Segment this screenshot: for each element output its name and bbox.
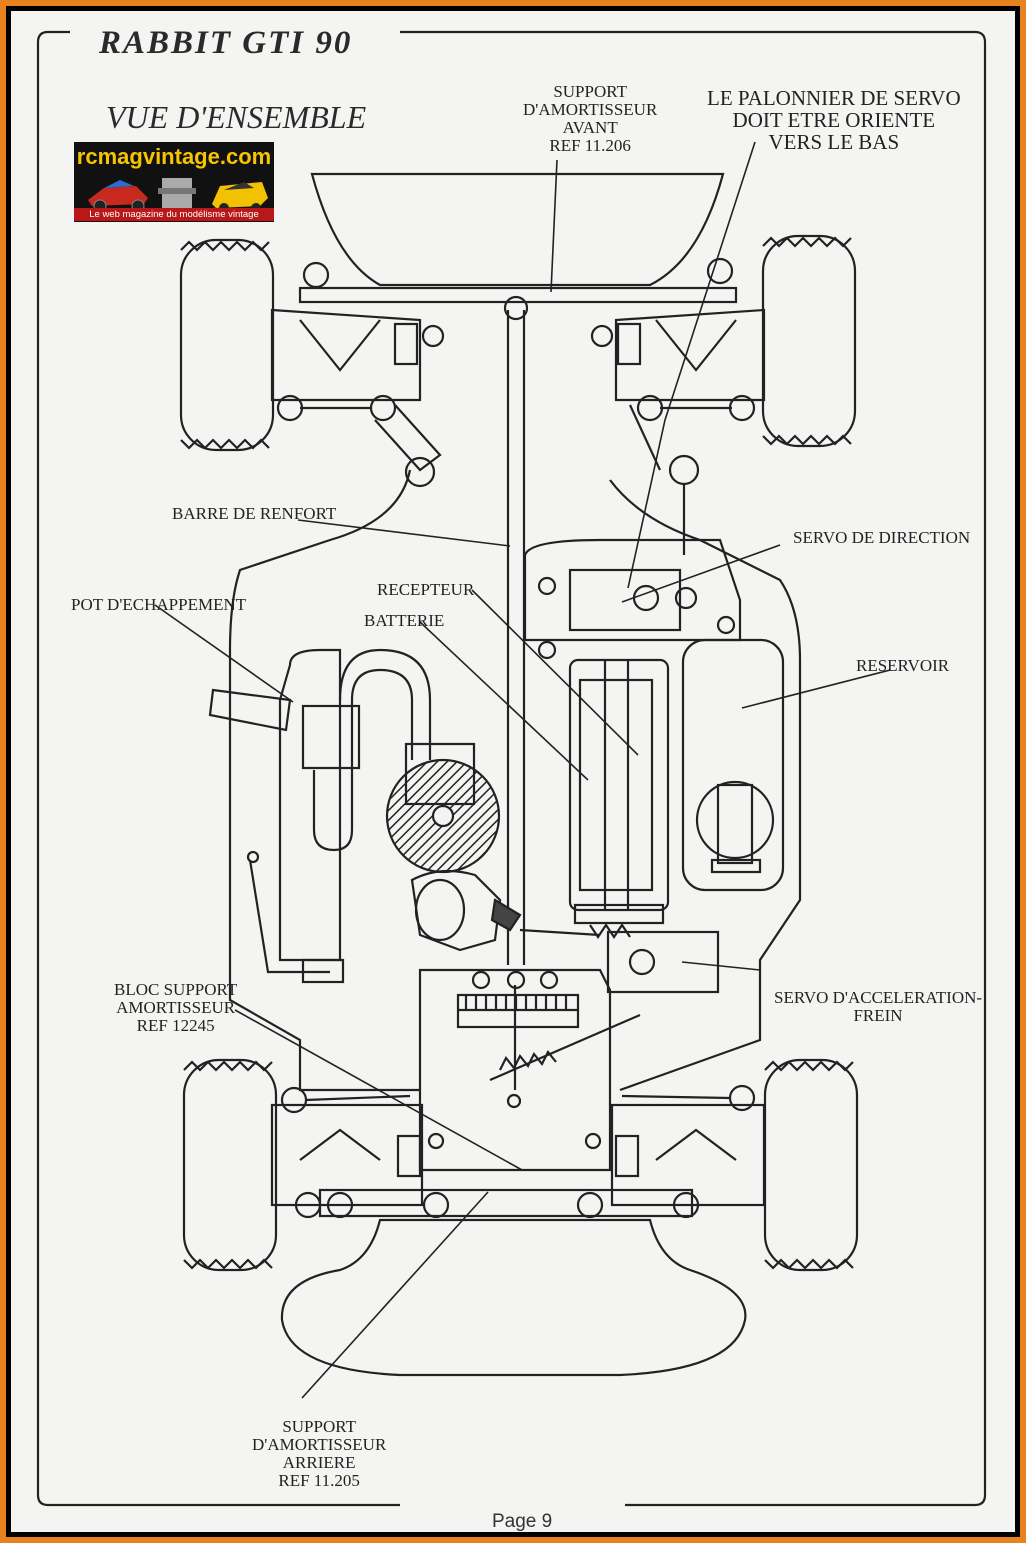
exhaust-shape: [208, 648, 432, 984]
front-right-tire: [761, 234, 857, 448]
label-steering-servo: SERVO DE DIRECTION: [793, 528, 971, 547]
logo-name: rcmagvintage.com: [76, 144, 272, 169]
label-shock-block: BLOC SUPPORT AMORTISSEUR REF 12245: [114, 980, 238, 1035]
label-throttle-servo: SERVO D'ACCELERATION- FREIN: [774, 988, 983, 1025]
label-servo-horn-note: LE PALONNIER DE SERVO DOIT ETRE ORIENTE …: [707, 86, 961, 155]
page-number: Page 9: [492, 1511, 553, 1532]
manual-page: RABBIT GTI 90 VUE D'ENSEMBLE rcmagvintag…: [11, 11, 1015, 1532]
chassis-drawing: [36, 30, 987, 1507]
front-body-shell: [310, 172, 725, 287]
label-reinforcement-bar: BARRE DE RENFORT: [172, 504, 337, 523]
front-suspension: [270, 257, 766, 555]
label-rear-shock-support: SUPPORT D'AMORTISSEUR ARRIERE REF 11.205: [252, 1417, 387, 1490]
rear-right-tire: [763, 1058, 859, 1272]
chassis-plate: [228, 469, 802, 1092]
rcmagvintage-logo: rcmagvintage.com Le web magazine du modé…: [74, 142, 274, 222]
engine-shape: [385, 742, 522, 952]
page-title: RABBIT GTI 90: [99, 25, 353, 61]
rear-left-tire: [182, 1058, 278, 1272]
label-receiver: RECEPTEUR: [377, 580, 475, 599]
fuel-tank-shape: [681, 638, 785, 892]
rear-body-shell: [280, 1218, 747, 1377]
front-left-tire: [179, 238, 275, 452]
rear-suspension: [270, 1084, 766, 1219]
throttle-servo-shape: [519, 923, 720, 994]
page-subtitle: VUE D'ENSEMBLE: [106, 99, 367, 135]
rear-block-shape: [418, 968, 641, 1172]
logo-tagline: Le web magazine du modélisme vintage: [74, 208, 274, 221]
label-exhaust: POT D'ECHAPPEMENT: [71, 595, 247, 614]
page-border: [36, 30, 987, 1507]
battery-pack-shape: [568, 658, 670, 925]
label-battery: BATTERIE: [364, 611, 445, 630]
label-tank: RESERVOIR: [856, 656, 950, 675]
logo-cars-icon: [88, 178, 268, 213]
reinforcement-bar-shape: [503, 295, 529, 965]
leader-lines: [154, 141, 891, 1399]
steering-servo-shape: [523, 538, 742, 660]
label-front-shock-support: SUPPORT D'AMORTISSEUR AVANT REF 11.206: [523, 82, 658, 155]
